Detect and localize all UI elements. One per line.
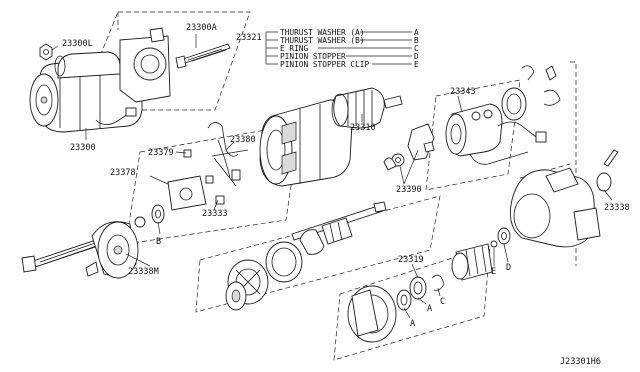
starter-assembly-illustration: [29, 11, 251, 133]
callout-23319: 23319: [398, 255, 424, 265]
armature-commutator-illustration: [331, 87, 403, 129]
legend-code-0: A: [414, 28, 419, 37]
callout-clip-E: E: [491, 267, 496, 277]
callout-23321: 23321: [236, 33, 262, 43]
callout-23338: 23338: [604, 203, 630, 213]
callout-washer-A-2: A: [427, 304, 432, 314]
overrunning-clutch-illustration: [333, 227, 511, 361]
legend-code-1: B: [414, 36, 419, 45]
leader-lines: [51, 31, 613, 319]
callout-23380: 23380: [230, 135, 256, 145]
callout-23333: 23333: [202, 209, 228, 219]
rear-cover-illustration: [21, 204, 165, 279]
callout-23378: 23378: [110, 168, 136, 178]
solenoid-switch-illustration: [425, 65, 561, 191]
shift-lever-illustration: [383, 123, 435, 171]
legend-name-0: THURUST WASHER (A): [280, 28, 365, 37]
callout-23300A: 23300A: [186, 23, 217, 33]
callout-23300: 23300: [70, 143, 96, 153]
legend-code-4: E: [414, 60, 419, 69]
legend-name-1: THURUST WASHER (B): [280, 36, 365, 45]
legend-name-2: E RING: [280, 44, 308, 53]
callout-e-ring-C: C: [440, 297, 445, 307]
callout-23390: 23390: [396, 185, 422, 195]
diagram-id: J23301H6: [560, 357, 601, 367]
legend-code-2: C: [414, 44, 419, 53]
callout-23343: 23343: [450, 87, 476, 97]
front-housing-illustration: [509, 61, 619, 266]
armature-shaft-illustration: [195, 195, 441, 313]
callout-stopper-D: D: [506, 263, 511, 273]
callout-washer-B: B: [156, 237, 161, 247]
callout-23379: 23379: [148, 148, 174, 158]
brush-holder-illustration: [125, 122, 301, 245]
callout-23338M: 23338M: [128, 267, 159, 277]
part-callouts: 23300L 23300A 23300 23321 23310 23343 23…: [62, 23, 630, 329]
callout-23300L: 23300L: [62, 39, 93, 49]
yoke-field-coil-illustration: [259, 99, 353, 187]
legend-name-3: PINION STOPPER: [280, 52, 346, 61]
parts-legend: THURUST WASHER (A) A THURUST WASHER (B) …: [280, 28, 419, 69]
callout-washer-A-1: A: [410, 319, 415, 329]
legend-name-4: PINION STOPPER CLIP: [280, 60, 369, 69]
legend-code-3: D: [414, 52, 419, 61]
callout-23310: 23310: [350, 123, 376, 133]
